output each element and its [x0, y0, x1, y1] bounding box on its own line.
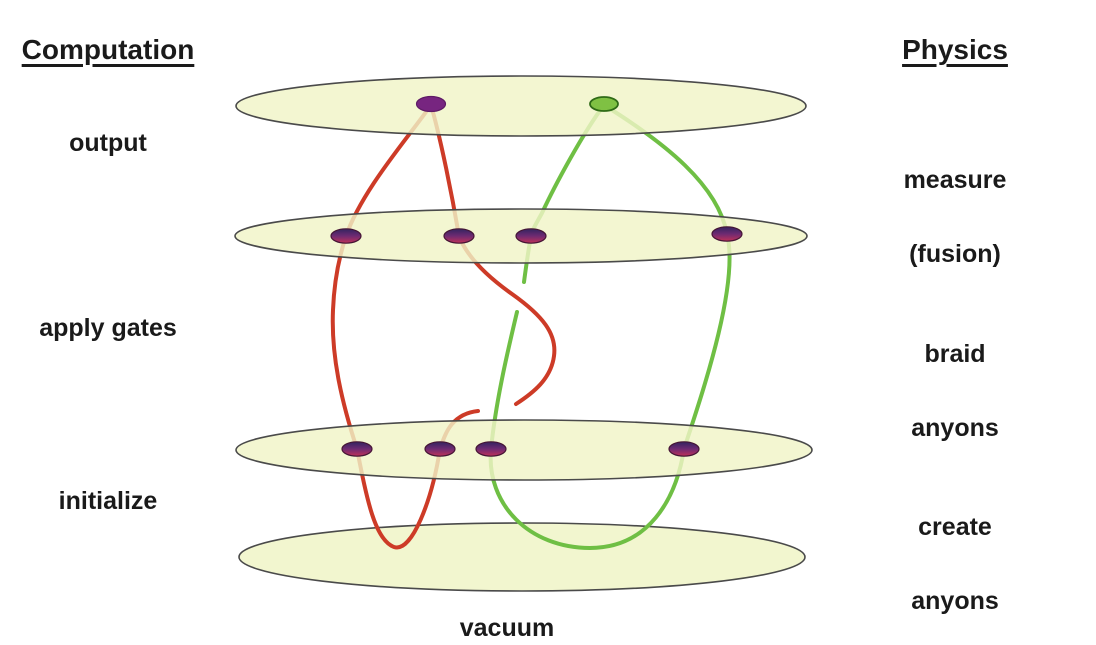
anyon-dot: [515, 228, 547, 244]
anyon-dot: [475, 441, 507, 457]
label-create-anyons: create anyons: [845, 472, 1065, 645]
label-create-line2: anyons: [911, 587, 999, 615]
label-create-line1: create: [918, 513, 992, 541]
anyon-dot: [443, 228, 475, 244]
vacuum-plane: [238, 522, 806, 592]
label-measure-line2: (fusion): [909, 240, 1001, 268]
create-plane: [235, 419, 813, 481]
green-worldline-lower: [488, 103, 732, 551]
anyon-dot: [330, 228, 362, 244]
anyon-dot: [424, 441, 456, 457]
purple-fusion-anyon: [415, 95, 447, 113]
label-vacuum: vacuum: [459, 614, 555, 642]
label-braid-line2: anyons: [911, 414, 999, 442]
computation-heading: Computation: [21, 34, 195, 65]
anyon-dot: [711, 226, 743, 242]
red-worldline-braid: [429, 103, 557, 406]
label-apply-gates: apply gates: [39, 314, 177, 342]
physics-heading: Physics: [902, 34, 1008, 65]
anyon-dot: [341, 441, 373, 457]
green-fusion-anyon: [589, 96, 619, 112]
measure-plane: [235, 75, 807, 137]
label-output: output: [69, 129, 147, 157]
label-initialize: initialize: [58, 487, 158, 515]
label-measure-fusion: measure (fusion): [845, 125, 1065, 310]
label-measure-line1: measure: [903, 166, 1007, 194]
anyon-dot: [668, 441, 700, 457]
label-braid-anyons: braid anyons: [845, 299, 1065, 484]
red-worldline-left: [330, 103, 480, 550]
label-braid-line1: braid: [924, 340, 986, 368]
